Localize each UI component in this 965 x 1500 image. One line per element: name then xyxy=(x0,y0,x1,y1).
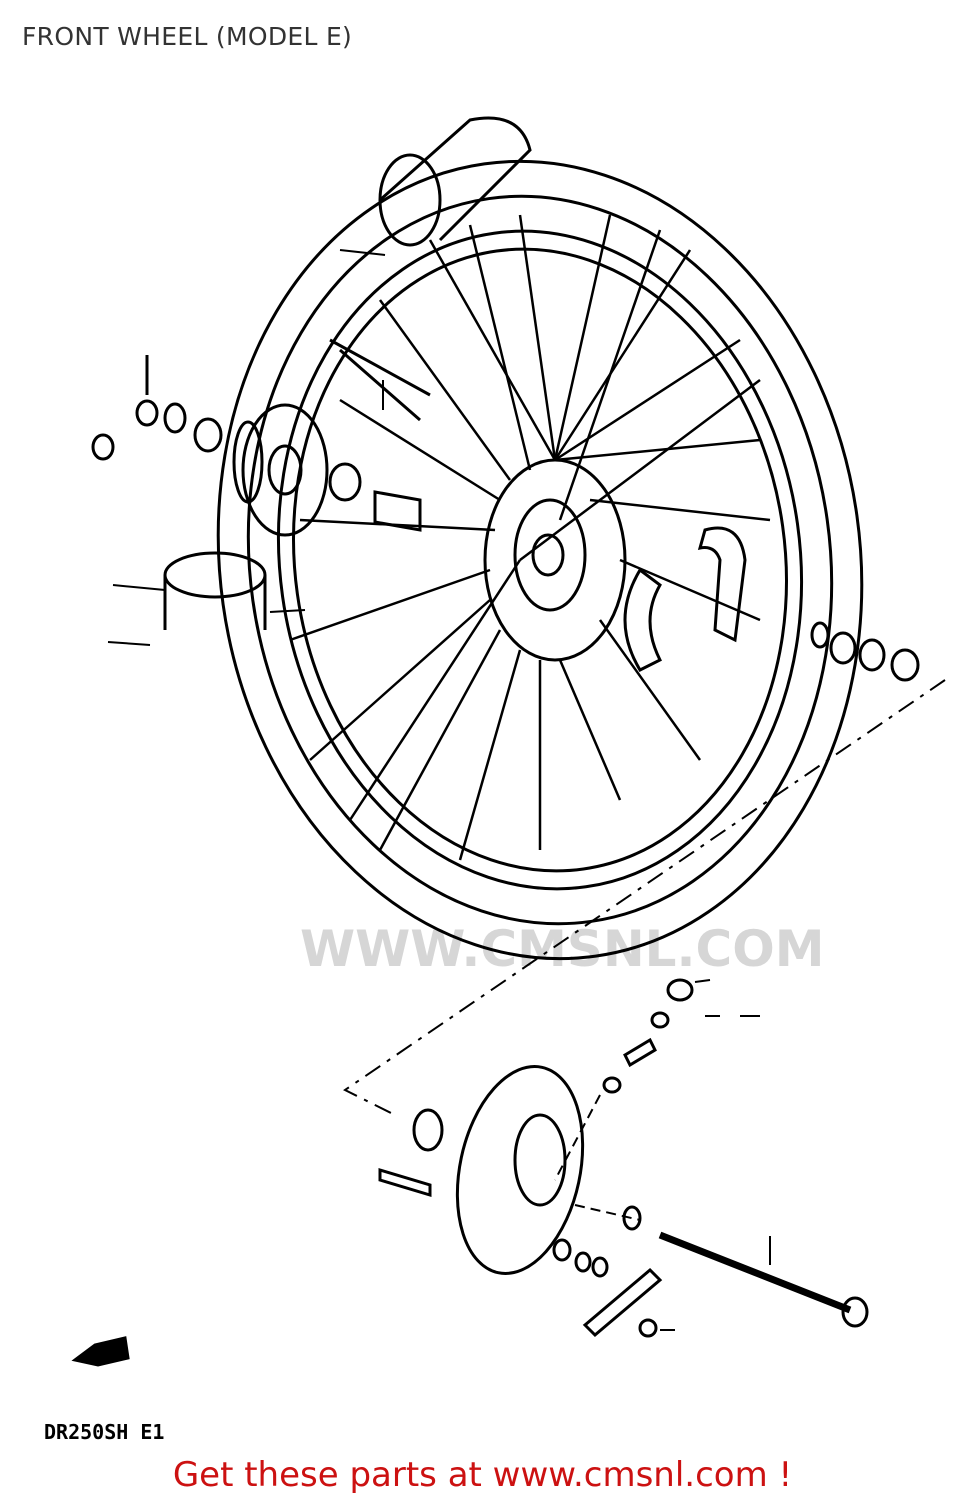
cta-link[interactable]: Get these parts at www.cmsnl.com ! xyxy=(172,1455,793,1495)
spacer-25 xyxy=(193,417,223,453)
dust-seal-4 xyxy=(232,420,264,504)
watermark: WWW.CMSNL.COM xyxy=(300,920,825,978)
brake-arm-12 xyxy=(582,1267,663,1338)
model-code: DR250SH E1 xyxy=(44,1420,165,1444)
washer-26 xyxy=(163,402,187,434)
brake-disc xyxy=(241,403,329,537)
front-axle xyxy=(658,1231,852,1314)
spacer-24 xyxy=(373,490,422,532)
brake-shoe-upper xyxy=(697,526,747,643)
rim-outer xyxy=(276,229,804,891)
hub-inner xyxy=(513,498,587,612)
tire-outer xyxy=(216,159,864,961)
leader-lines xyxy=(107,249,771,1331)
cap-28 xyxy=(91,433,115,461)
hub-outer xyxy=(483,458,627,662)
tube-end-top xyxy=(378,153,442,247)
spokes xyxy=(289,214,771,861)
brake-shoe-lower xyxy=(623,567,663,672)
seal-22 xyxy=(412,1108,444,1152)
brake-panel xyxy=(455,1065,585,1275)
rim-inner xyxy=(292,247,788,873)
hub-core xyxy=(531,533,565,577)
page-title: FRONT WHEEL (MODEL E) xyxy=(22,22,353,51)
bolt-8 xyxy=(378,1167,432,1198)
cta-banner[interactable]: Get these parts at www.cmsnl.com ! xyxy=(0,1455,965,1495)
bearing-31 xyxy=(328,462,362,502)
nut-27 xyxy=(135,399,159,427)
fwd-arrow xyxy=(71,1336,130,1367)
